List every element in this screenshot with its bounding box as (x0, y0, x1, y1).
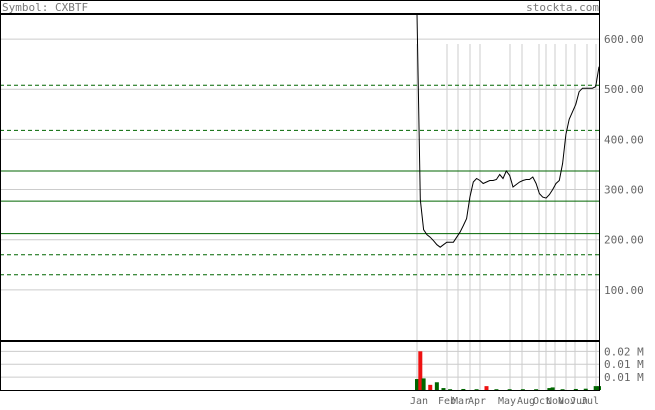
month-label: Nov (558, 396, 576, 406)
volume-tick-label: 0.02 M (604, 345, 644, 358)
header-frame (0, 0, 600, 14)
price-tick-label: 600.00 (604, 33, 644, 46)
volume-bar (474, 389, 479, 390)
month-label: Aug (517, 396, 535, 406)
volume-bar (415, 379, 419, 390)
volume-bar (418, 351, 423, 390)
month-label: Nov (546, 396, 564, 406)
volume-bar (547, 388, 552, 390)
month-label: Apr (468, 396, 486, 406)
price-panel-frame (0, 14, 600, 341)
volume-bar (494, 389, 499, 390)
price-tick-label: 400.00 (604, 133, 644, 146)
volume-bar (507, 389, 512, 390)
volume-bar (421, 378, 426, 390)
volume-bar (461, 388, 466, 390)
volume-bar (573, 388, 578, 390)
symbol-label: Symbol: CXBTF (2, 1, 88, 14)
volume-bar (534, 389, 539, 390)
month-label: Jun (570, 396, 588, 406)
volume-bar (448, 389, 453, 390)
brand-label: stockta.com (526, 1, 599, 14)
volume-bar (428, 384, 433, 390)
volume-tick-label: 0.01 M (604, 371, 644, 384)
volume-bar (484, 386, 489, 390)
price-tick-label: 500.00 (604, 83, 644, 96)
month-label: Oct (533, 396, 551, 406)
volume-bar (550, 387, 555, 390)
volume-tick-label: 0.01 M (604, 358, 644, 371)
volume-bar (441, 388, 446, 390)
month-label: May (498, 396, 516, 406)
price-series-line (416, 13, 600, 248)
volume-bar (583, 388, 588, 390)
volume-bar (520, 389, 525, 390)
price-tick-label: 200.00 (604, 234, 644, 247)
price-tick-label: 100.00 (604, 284, 644, 297)
price-tick-label: 300.00 (604, 184, 644, 197)
volume-bar (434, 382, 439, 390)
month-label: Jul (581, 396, 599, 406)
month-label: Feb (438, 396, 456, 406)
volume-bar (593, 386, 598, 390)
volume-panel-frame (0, 341, 600, 391)
month-label: Mar (452, 396, 470, 406)
month-label: Jan (410, 396, 428, 406)
volume-bar (560, 389, 565, 390)
